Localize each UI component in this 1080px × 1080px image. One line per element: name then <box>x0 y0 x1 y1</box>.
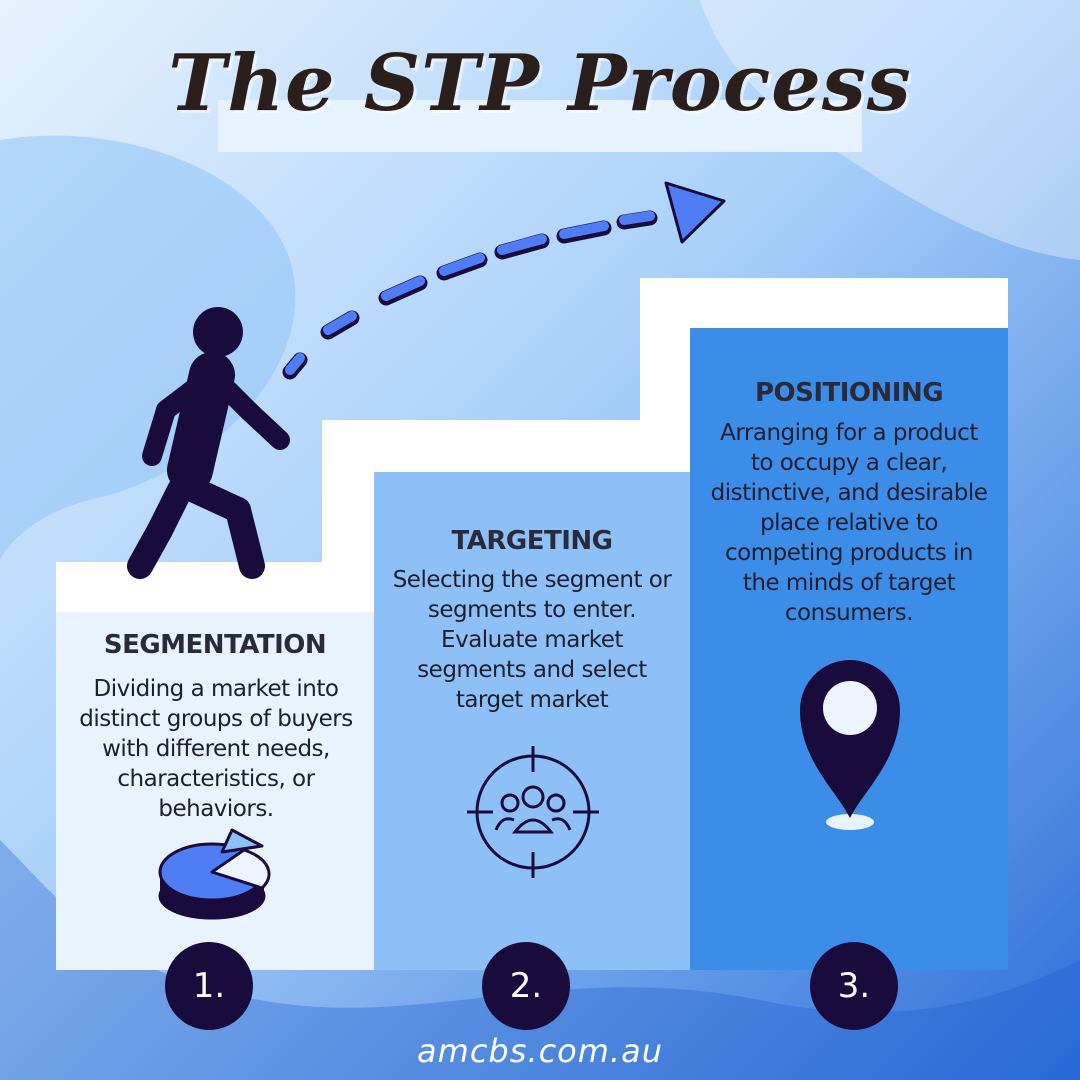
page-title: The STP Process <box>168 38 912 129</box>
step-block-positioning <box>690 328 1008 970</box>
progress-arrow <box>282 181 726 380</box>
title-backdrop <box>218 100 862 152</box>
step-title-targeting: TARGETING <box>451 526 613 556</box>
footer-website[interactable]: amcbs.com.au <box>417 1032 663 1070</box>
step-block-targeting <box>374 472 690 970</box>
step-number-1: 1. <box>165 942 253 1030</box>
step-title-segmentation: SEGMENTATION <box>103 630 327 660</box>
step-description-targeting: Selecting the segment or segments to ent… <box>392 567 672 713</box>
step-description-positioning: Arranging for a product to occupy a clea… <box>710 420 988 626</box>
background-blob <box>700 0 1080 260</box>
arrowhead-icon <box>664 181 726 244</box>
step-number-3: 3. <box>810 942 898 1030</box>
walking-person-icon <box>127 307 290 579</box>
step-title-positioning: POSITIONING <box>754 378 944 408</box>
step-description-segmentation: Dividing a market into distinct groups o… <box>79 676 353 822</box>
location-pin-icon <box>800 660 900 830</box>
background-blob <box>0 840 1080 1080</box>
target-audience-icon <box>467 746 599 878</box>
pie-chart-icon <box>158 828 271 920</box>
step-number-2: 2. <box>482 942 570 1030</box>
background-blob <box>0 135 296 560</box>
